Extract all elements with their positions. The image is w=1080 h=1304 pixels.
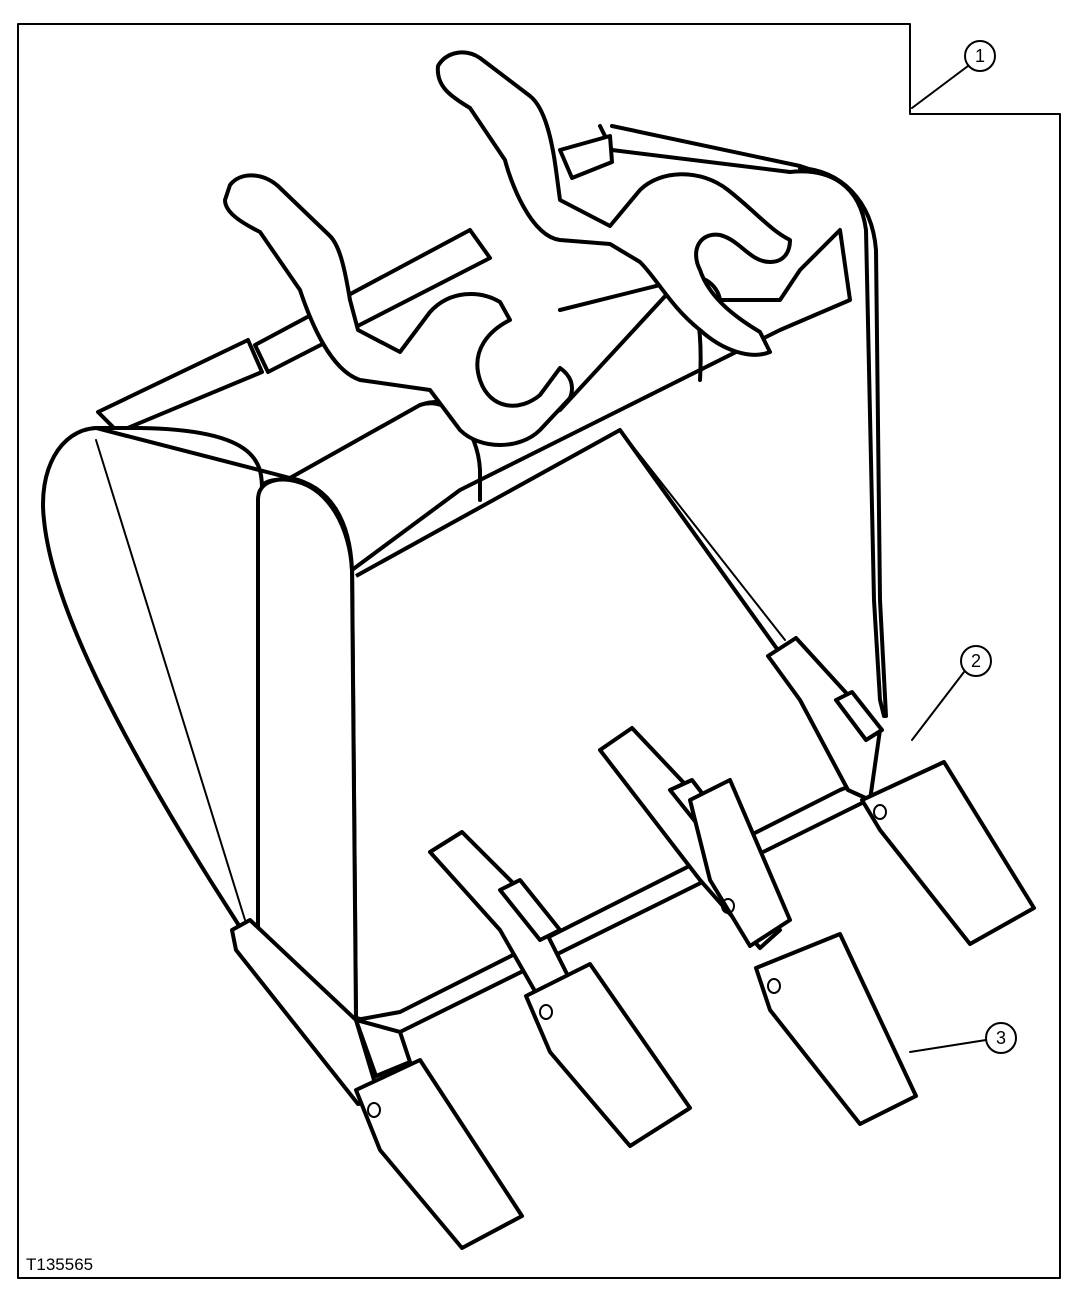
bucket-left-side-plate bbox=[41, 426, 265, 937]
diagram-frame bbox=[17, 23, 1061, 1279]
mount-lug-left bbox=[223, 173, 574, 447]
bucket-rounded-front-edge bbox=[256, 477, 358, 1032]
svg-text:3: 3 bbox=[996, 1028, 1006, 1048]
callout-2: 2 bbox=[911, 645, 992, 741]
cross-plate-right bbox=[558, 134, 614, 180]
svg-text:2: 2 bbox=[971, 651, 981, 671]
figure-id-label: T135565 bbox=[26, 1255, 93, 1274]
tooth-2 bbox=[524, 962, 692, 1148]
callout-1: 1 bbox=[911, 40, 996, 109]
tooth-1 bbox=[354, 1058, 524, 1250]
tooth-3 bbox=[688, 778, 792, 948]
bucket-top-edge bbox=[96, 338, 264, 434]
replacement-tooth bbox=[754, 932, 918, 1126]
svg-text:1: 1 bbox=[975, 46, 985, 66]
cross-plate-left bbox=[253, 228, 492, 374]
mount-lug-right bbox=[435, 50, 792, 357]
tooth-adapter-1 bbox=[230, 918, 412, 1106]
tooth-4 bbox=[860, 760, 1036, 946]
bucket-illustration bbox=[41, 50, 1036, 1250]
callout-3: 3 bbox=[909, 1022, 1017, 1054]
